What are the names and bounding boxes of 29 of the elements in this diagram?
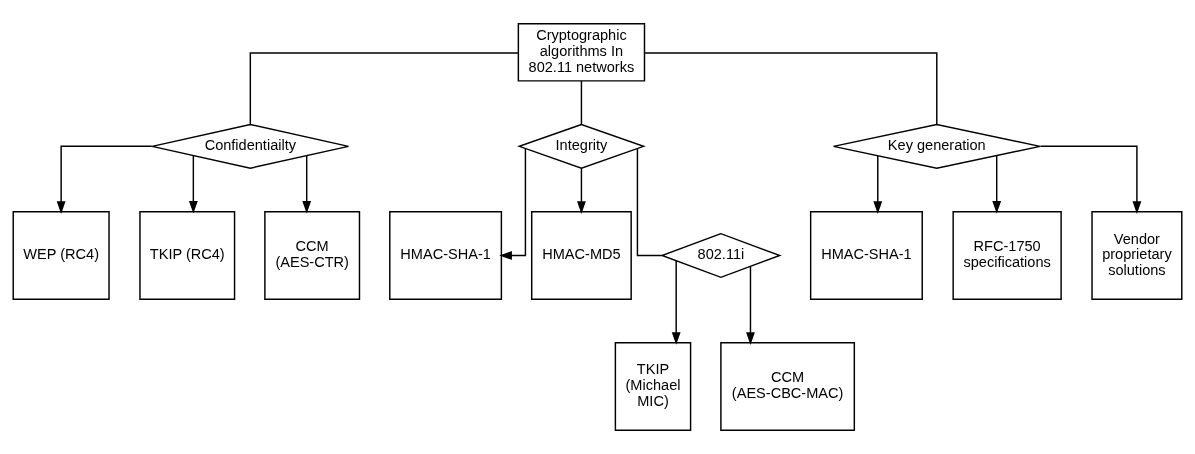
node-box: RFC-1750 specifications [952, 211, 1062, 300]
arrow [302, 154, 312, 214]
node-box: TKIP (Michael MIC) [614, 342, 692, 431]
arrow [671, 260, 681, 345]
arrow [56, 145, 153, 214]
arrow [746, 265, 755, 345]
connector [580, 80, 583, 125]
arrow [577, 167, 586, 214]
node-box: Vendor proprietary solutions [1091, 211, 1183, 300]
node-box: WEP (RC4) [12, 211, 110, 300]
arrow [1039, 145, 1142, 214]
node-box: HMAC-MD5 [530, 211, 632, 300]
node-box: CCM (AES-CBC-MAC) [720, 342, 856, 431]
node-box: Cryptographic algorithms In 802.11 networks [517, 23, 646, 82]
node-box: HMAC-SHA-1 [809, 211, 923, 300]
node-box: CCM (AES-CTR) [264, 211, 361, 300]
arrow [873, 155, 883, 214]
node-diamond: Confidentiailty [151, 123, 350, 169]
node-diamond: Key generation [832, 123, 1041, 169]
connector [643, 52, 938, 125]
node-box: HMAC-SHA-1 [389, 211, 503, 300]
connector [249, 52, 519, 125]
arrow [188, 154, 198, 214]
node-box: TKIP (RC4) [139, 211, 236, 300]
arrow [992, 154, 1002, 214]
arrow [499, 147, 527, 260]
node-diamond: Integrity [517, 123, 646, 169]
connector [636, 147, 663, 257]
node-diamond: 802.11i [659, 232, 782, 279]
